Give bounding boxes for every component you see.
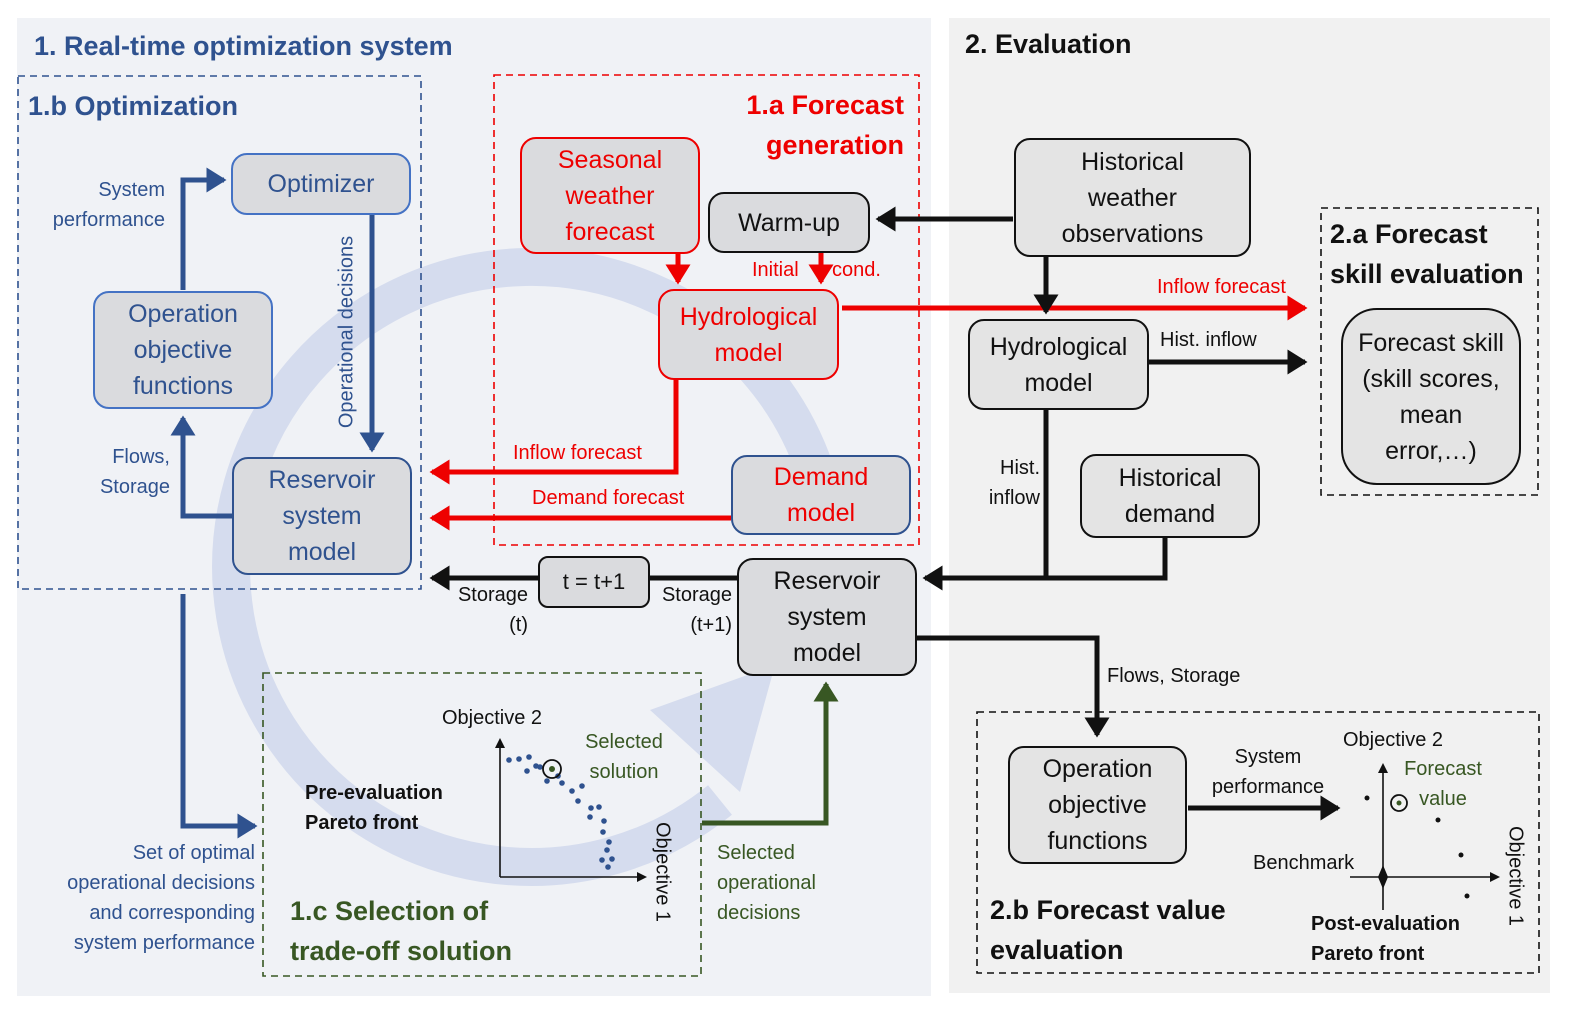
- post-eval-point: [1464, 893, 1470, 899]
- arrow-flows-storage: [170, 415, 232, 519]
- arrow-system-performance: [180, 167, 227, 290]
- pre-eval-point: [524, 768, 530, 774]
- pre-eval-x-label: Objective 1: [651, 821, 674, 923]
- arrow-flows-storage-eval: [916, 635, 1110, 738]
- selection-title-2: trade-off solution: [290, 936, 512, 966]
- skill-title-1: 2.a Forecast: [1330, 219, 1488, 249]
- forecast-generation-title-1: 1.a Forecast: [746, 90, 904, 120]
- hist-demand-box[interactable]: Historical demand: [1080, 454, 1260, 538]
- selected-solution-dot: [549, 766, 555, 772]
- value-title-2: evaluation: [990, 935, 1124, 965]
- pre-eval-y-label: Objective 2: [442, 707, 543, 729]
- pre-eval-pareto-plot: [495, 738, 647, 882]
- pre-eval-point: [588, 805, 594, 811]
- objective-functions-box[interactable]: Operation objective functions: [93, 291, 273, 409]
- label-set-of-optimal: Set of optimal operational decisions and…: [67, 842, 255, 954]
- frame-selection: [262, 672, 702, 977]
- pre-eval-point: [569, 788, 575, 794]
- value-title-1: 2.b Forecast value: [990, 895, 1226, 925]
- forecast-value-dot: [1396, 800, 1402, 806]
- post-eval-x-label: Objective 1: [1504, 825, 1527, 927]
- label-system-performance: System performance: [52, 179, 165, 231]
- pre-eval-point: [533, 763, 539, 769]
- pre-eval-point: [605, 864, 611, 870]
- reservoir-model-eval-box[interactable]: Reservoir system model: [737, 558, 917, 676]
- pre-eval-label-1: Pre-evaluation: [305, 782, 443, 804]
- frame-value-evaluation: [976, 711, 1540, 974]
- pre-eval-point: [601, 818, 607, 824]
- arrow-hist-demand-to-reservoir: [922, 538, 1168, 591]
- skill-title-2: skill evaluation: [1330, 259, 1524, 289]
- pre-eval-point: [596, 804, 602, 810]
- post-eval-point: [1458, 852, 1464, 858]
- frame-skill-evaluation: [1320, 207, 1539, 496]
- label-hist-inflow-down: Hist. inflow: [988, 457, 1040, 509]
- panel-realtime-title: 1. Real-time optimization system: [34, 31, 453, 61]
- hydrological-model-forecast-box[interactable]: Hydrological model: [658, 289, 839, 380]
- label-operational-decisions: Operational decisions: [335, 235, 358, 429]
- label-demand-forecast: Demand forecast: [532, 487, 685, 509]
- label-forecast-value: Forecast value: [1404, 758, 1482, 810]
- warmup-box[interactable]: Warm-up: [708, 192, 870, 253]
- label-flows-storage: Flows, Storage: [99, 446, 170, 498]
- pre-eval-point: [544, 778, 550, 784]
- pre-eval-point: [579, 783, 585, 789]
- label-inflow-forecast-left: Inflow forecast: [513, 442, 642, 464]
- label-hist-inflow-right: Hist. inflow: [1160, 329, 1257, 351]
- post-eval-point: [1364, 795, 1370, 801]
- label-benchmark: Benchmark: [1253, 852, 1355, 874]
- frame-optimization: [17, 75, 422, 590]
- pre-eval-point: [587, 814, 593, 820]
- label-selected-decisions: Selected operational decisions: [717, 842, 816, 924]
- pre-eval-point: [609, 856, 615, 862]
- demand-model-box[interactable]: Demand model: [731, 455, 911, 535]
- optimization-title: 1.b Optimization: [28, 91, 239, 121]
- pre-eval-point: [606, 839, 612, 845]
- seasonal-forecast-box[interactable]: Seasonal weather forecast: [520, 137, 700, 254]
- label-selected-solution: Selected solution: [585, 731, 663, 783]
- arrow-inflow-forecast-left: [429, 380, 679, 485]
- post-eval-y-label: Objective 2: [1343, 729, 1444, 751]
- pre-eval-point: [516, 756, 522, 762]
- post-eval-label-1: Post-evaluation: [1311, 913, 1460, 935]
- pre-eval-label-2: Pareto front: [305, 812, 419, 834]
- pre-eval-point: [599, 857, 605, 863]
- panel-evaluation-title: 2. Evaluation: [965, 29, 1132, 59]
- post-eval-label-2: Pareto front: [1311, 943, 1425, 965]
- label-cond: cond.: [832, 259, 881, 281]
- hist-weather-box[interactable]: Historical weather observations: [1014, 138, 1251, 257]
- post-eval-pareto-plot: [1350, 763, 1500, 910]
- forecast-skill-box[interactable]: Forecast skill (skill scores, mean error…: [1341, 308, 1521, 485]
- cycle-arrow-head: [650, 665, 775, 792]
- optimizer-box[interactable]: Optimizer: [231, 153, 411, 215]
- post-eval-point: [1435, 817, 1441, 823]
- hydrological-model-eval-box[interactable]: Hydrological model: [968, 319, 1149, 410]
- forecast-generation-title-2: generation: [765, 130, 904, 160]
- benchmark-marker: [1378, 865, 1388, 889]
- selected-solution-marker: [542, 759, 562, 779]
- pre-eval-point: [506, 757, 512, 763]
- label-storage-t: Storage (t): [457, 584, 528, 636]
- reservoir-model-box[interactable]: Reservoir system model: [232, 457, 412, 575]
- objective-functions-eval-box[interactable]: Operation objective functions: [1008, 746, 1187, 864]
- pre-eval-point: [604, 847, 610, 853]
- pre-eval-point: [600, 829, 606, 835]
- pre-eval-point: [575, 798, 581, 804]
- arrow-set-of-optimal: [180, 594, 258, 839]
- forecast-value-marker: [1390, 794, 1408, 812]
- arrow-selected-decisions: [702, 681, 839, 826]
- pre-eval-point: [559, 780, 565, 786]
- time-step-box[interactable]: t = t+1: [538, 556, 650, 608]
- label-inflow-forecast-right: Inflow forecast: [1157, 276, 1286, 298]
- label-flows-storage-eval: Flows, Storage: [1107, 665, 1241, 687]
- pre-eval-point: [526, 754, 532, 760]
- label-initial: Initial: [752, 259, 799, 281]
- label-storage-t1: Storage (t+1): [661, 584, 732, 636]
- label-system-performance-eval: System performance: [1211, 746, 1325, 798]
- selection-title-1: 1.c Selection of: [290, 896, 489, 926]
